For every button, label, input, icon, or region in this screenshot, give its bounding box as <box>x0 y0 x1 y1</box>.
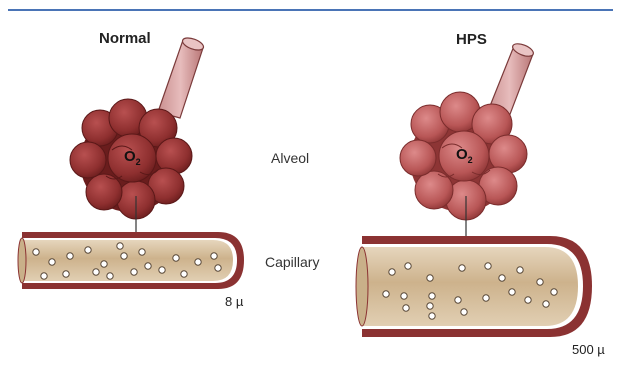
blood-cell <box>63 271 69 277</box>
blood-cell <box>429 293 435 299</box>
blood-cell <box>403 305 409 311</box>
panel-heading-hps: HPS <box>456 31 487 48</box>
bronchus-normal <box>158 36 205 118</box>
capillary-hps <box>356 236 592 337</box>
blood-cell <box>401 293 407 299</box>
blood-cell <box>215 265 221 271</box>
blood-cell <box>107 273 113 279</box>
blood-cell <box>517 267 523 273</box>
blood-cell <box>145 263 151 269</box>
blood-cell <box>483 295 489 301</box>
blood-cell <box>131 269 137 275</box>
scale-label-hps: 500 µ <box>572 342 605 357</box>
blood-cell <box>461 309 467 315</box>
blood-cell <box>427 275 433 281</box>
capillary-label: Capillary <box>265 254 319 270</box>
blood-cell <box>49 259 55 265</box>
scale-label-normal: 8 µ <box>225 294 243 309</box>
oxygen-label-hps: O2 <box>456 146 473 165</box>
blood-cell <box>537 279 543 285</box>
oxygen-label-normal: O2 <box>124 148 141 167</box>
blood-cell <box>551 289 557 295</box>
blood-cell <box>41 273 47 279</box>
blood-cell <box>509 289 515 295</box>
oxygen-symbol: O <box>124 148 136 165</box>
blood-cell <box>383 291 389 297</box>
blood-cell <box>117 243 123 249</box>
blood-cell <box>139 249 145 255</box>
blood-cell <box>101 261 107 267</box>
blood-cell <box>195 259 201 265</box>
blood-cell <box>93 269 99 275</box>
blood-cell <box>429 313 435 319</box>
blood-cell <box>459 265 465 271</box>
blood-cell <box>181 271 187 277</box>
blood-cell <box>67 253 73 259</box>
blood-cell <box>405 263 411 269</box>
alveol-label: Alveol <box>271 150 309 166</box>
blood-cell <box>211 253 217 259</box>
blood-cell <box>121 253 127 259</box>
panel-heading-normal: Normal <box>99 30 151 47</box>
blood-cell <box>427 303 433 309</box>
blood-cell <box>499 275 505 281</box>
blood-cell <box>455 297 461 303</box>
blood-cell <box>173 255 179 261</box>
oxygen-symbol: O <box>456 146 468 163</box>
blood-cell <box>389 269 395 275</box>
blood-cell <box>543 301 549 307</box>
oxygen-subscript: 2 <box>136 157 141 167</box>
blood-cell <box>85 247 91 253</box>
blood-cell <box>525 297 531 303</box>
blood-cell <box>159 267 165 273</box>
blood-cell <box>33 249 39 255</box>
oxygen-subscript: 2 <box>468 155 473 165</box>
blood-cell <box>485 263 491 269</box>
